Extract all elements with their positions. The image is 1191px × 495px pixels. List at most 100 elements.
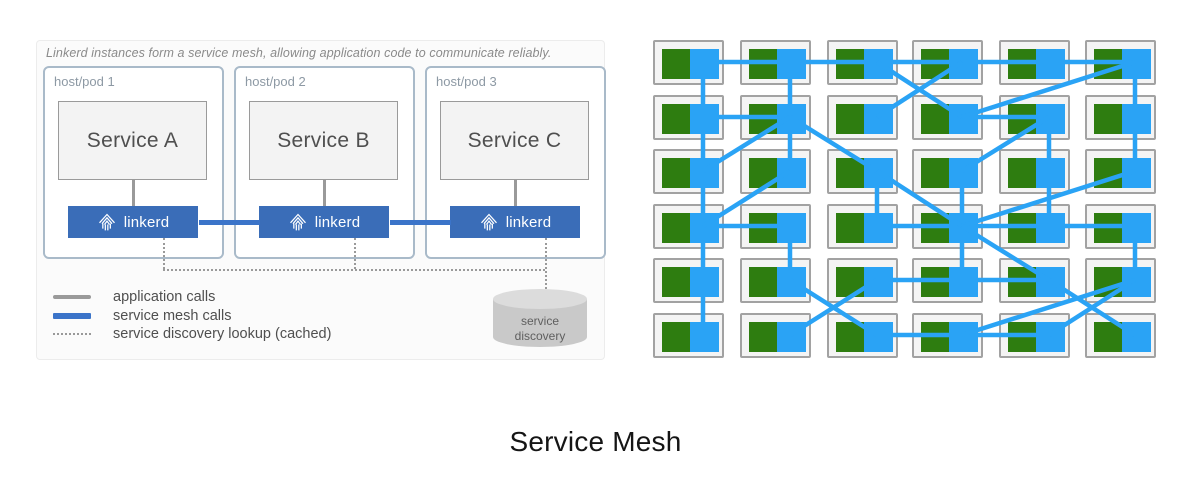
service-a-box: Service A	[58, 101, 207, 180]
linkerd-proxy-square	[777, 267, 806, 297]
linkerd-proxy-square	[949, 158, 978, 188]
app-container-square	[836, 322, 865, 352]
service-discovery-cylinder: service discovery	[493, 289, 587, 347]
linkerd-proxy-square	[864, 213, 893, 243]
mesh-pod	[1085, 95, 1156, 140]
linkerd-proxy-square	[690, 49, 719, 79]
linkerd-logo-icon	[98, 213, 115, 231]
linkerd-proxy-square	[864, 104, 893, 134]
mesh-pod	[1085, 258, 1156, 303]
linkerd-logo-icon	[289, 213, 306, 231]
mesh-pod	[1085, 149, 1156, 194]
linkerd-proxy-1: linkerd	[68, 206, 198, 238]
mesh-pod	[912, 258, 983, 303]
app-container-square	[1008, 213, 1037, 243]
app-container-square	[836, 158, 865, 188]
app-container-square	[749, 322, 778, 352]
mesh-pod	[827, 313, 898, 358]
mesh-pod	[653, 313, 724, 358]
app-container-square	[836, 213, 865, 243]
app-container-square	[662, 213, 691, 243]
app-container-square	[749, 104, 778, 134]
linkerd-proxy-3: linkerd	[450, 206, 580, 238]
mesh-pod	[912, 149, 983, 194]
legend-label: service mesh calls	[113, 307, 232, 324]
app-container-square	[1008, 158, 1037, 188]
linkerd-proxy-square	[777, 104, 806, 134]
mesh-pod	[999, 204, 1070, 249]
app-container-square	[1008, 267, 1037, 297]
linkerd-proxy-square	[777, 322, 806, 352]
mesh-pod	[653, 95, 724, 140]
mesh-pod	[827, 40, 898, 85]
mesh-pod	[827, 258, 898, 303]
app-container-square	[749, 213, 778, 243]
cylinder-label-line2: discovery	[515, 329, 566, 343]
hostpod-2-label: host/pod 2	[245, 74, 306, 89]
app-container-square	[662, 322, 691, 352]
linkerd-proxy-square	[864, 267, 893, 297]
linkerd-proxy-square	[949, 267, 978, 297]
linkerd-proxy-square	[1122, 322, 1151, 352]
linkerd-proxy-square	[1036, 104, 1065, 134]
linkerd-proxy-square	[1122, 104, 1151, 134]
linkerd-proxy-square	[949, 49, 978, 79]
linkerd-proxy-2-label: linkerd	[314, 213, 361, 231]
legend-row-application-calls: application calls	[53, 288, 331, 307]
hostpod-1-box: host/pod 1 Service A linkerd	[43, 66, 224, 259]
mesh-pod	[740, 40, 811, 85]
mesh-pod	[1085, 204, 1156, 249]
linkerd-logo-icon	[480, 213, 497, 231]
linkerd-proxy-square	[690, 213, 719, 243]
application-call-line	[323, 180, 326, 206]
linkerd-proxy-square	[949, 213, 978, 243]
service-mesh-calls-swatch	[53, 312, 91, 319]
linkerd-proxy-square	[777, 49, 806, 79]
linkerd-proxy-square	[1122, 49, 1151, 79]
app-container-square	[749, 49, 778, 79]
mesh-pod	[999, 40, 1070, 85]
service-a-label: Service A	[86, 128, 179, 152]
linkerd-proxy-square	[864, 49, 893, 79]
service-c-box: Service C	[440, 101, 589, 180]
mesh-pod	[653, 149, 724, 194]
mesh-pod	[653, 40, 724, 85]
discovery-lookup-line	[163, 269, 545, 271]
mesh-pod	[999, 95, 1070, 140]
legend: application calls service mesh calls ser…	[53, 288, 331, 344]
linkerd-proxy-1-label: linkerd	[123, 213, 170, 231]
linkerd-proxy-square	[949, 104, 978, 134]
linkerd-proxy-square	[1036, 322, 1065, 352]
cylinder-label-line1: service	[521, 314, 559, 328]
app-container-square	[921, 267, 950, 297]
application-call-line	[514, 180, 517, 206]
app-container-square	[662, 104, 691, 134]
app-container-square	[1094, 104, 1123, 134]
app-container-square	[749, 158, 778, 188]
linkerd-proxy-square	[864, 158, 893, 188]
hostpod-1-label: host/pod 1	[54, 74, 115, 89]
app-container-square	[749, 267, 778, 297]
service-b-box: Service B	[249, 101, 398, 180]
mesh-pod	[740, 313, 811, 358]
linkerd-proxy-square	[690, 267, 719, 297]
discovery-lookup-line	[163, 238, 165, 269]
linkerd-proxy-square	[1036, 158, 1065, 188]
app-container-square	[1094, 158, 1123, 188]
app-container-square	[1094, 322, 1123, 352]
hostpod-2-box: host/pod 2 Service B linkerd	[234, 66, 415, 259]
linkerd-proxy-square	[949, 322, 978, 352]
legend-label: service discovery lookup (cached)	[113, 326, 332, 343]
legend-row-service-mesh-calls: service mesh calls	[53, 307, 331, 326]
hostpod-3-label: host/pod 3	[436, 74, 497, 89]
mesh-pod	[999, 149, 1070, 194]
hostpod-3-box: host/pod 3 Service C linkerd	[425, 66, 606, 259]
linkerd-architecture-panel: Linkerd instances form a service mesh, a…	[36, 40, 606, 360]
mesh-pod	[740, 258, 811, 303]
application-call-line	[132, 180, 135, 206]
linkerd-proxy-square	[690, 104, 719, 134]
app-container-square	[836, 49, 865, 79]
service-discovery-swatch	[53, 333, 91, 336]
app-container-square	[921, 104, 950, 134]
app-container-square	[1094, 49, 1123, 79]
